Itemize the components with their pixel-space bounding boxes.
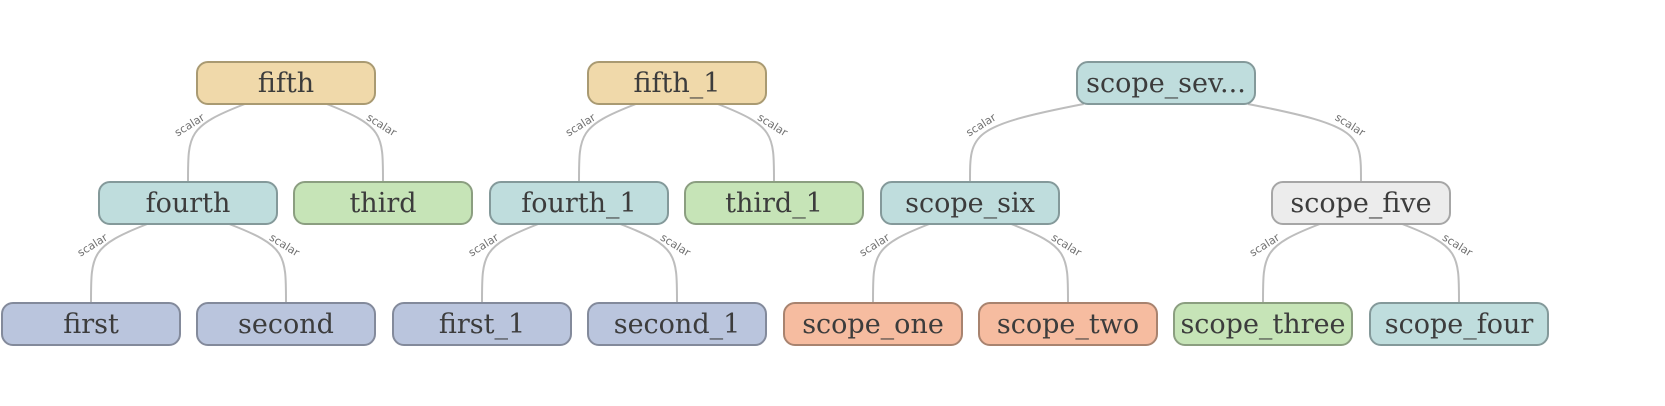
node-scope-six[interactable]: scope_six <box>880 181 1060 225</box>
node-scope-three[interactable]: scope_three <box>1173 302 1353 346</box>
edge-fourth-to-second <box>228 223 287 303</box>
edge-fourth-1-to-first-1 <box>481 223 539 303</box>
node-scope-one[interactable]: scope_one <box>783 302 963 346</box>
edge-scope-seven-to-scope-six <box>969 103 1084 182</box>
edge-scope-five-to-scope-four <box>1401 223 1460 303</box>
node-third[interactable]: third <box>293 181 473 225</box>
node-second-1[interactable]: second_1 <box>587 302 767 346</box>
edge-fifth-to-third <box>326 103 384 182</box>
node-fourth[interactable]: fourth <box>98 181 278 225</box>
edge-fifth-1-to-third-1 <box>717 103 775 182</box>
edge-fifth-to-fourth <box>187 103 246 182</box>
edge-scope-five-to-scope-three <box>1262 223 1321 303</box>
node-fifth-1[interactable]: fifth_1 <box>587 61 767 105</box>
edge-scope-seven-to-scope-five <box>1247 103 1362 182</box>
node-scope-four[interactable]: scope_four <box>1369 302 1549 346</box>
node-scope-two[interactable]: scope_two <box>978 302 1158 346</box>
edge-fifth-1-to-fourth-1 <box>578 103 637 182</box>
edge-fourth-1-to-second-1 <box>619 223 678 303</box>
edge-scope-six-to-scope-two <box>1010 223 1069 303</box>
node-fourth-1[interactable]: fourth_1 <box>489 181 669 225</box>
node-fifth[interactable]: fifth <box>196 61 376 105</box>
node-first-1[interactable]: first_1 <box>392 302 572 346</box>
node-first[interactable]: first <box>1 302 181 346</box>
node-third-1[interactable]: third_1 <box>684 181 864 225</box>
edge-scope-six-to-scope-one <box>872 223 930 303</box>
node-scope-five[interactable]: scope_five <box>1271 181 1451 225</box>
node-scope-seven[interactable]: scope_sev... <box>1076 61 1256 105</box>
edge-fourth-to-first <box>90 223 148 303</box>
node-second[interactable]: second <box>196 302 376 346</box>
